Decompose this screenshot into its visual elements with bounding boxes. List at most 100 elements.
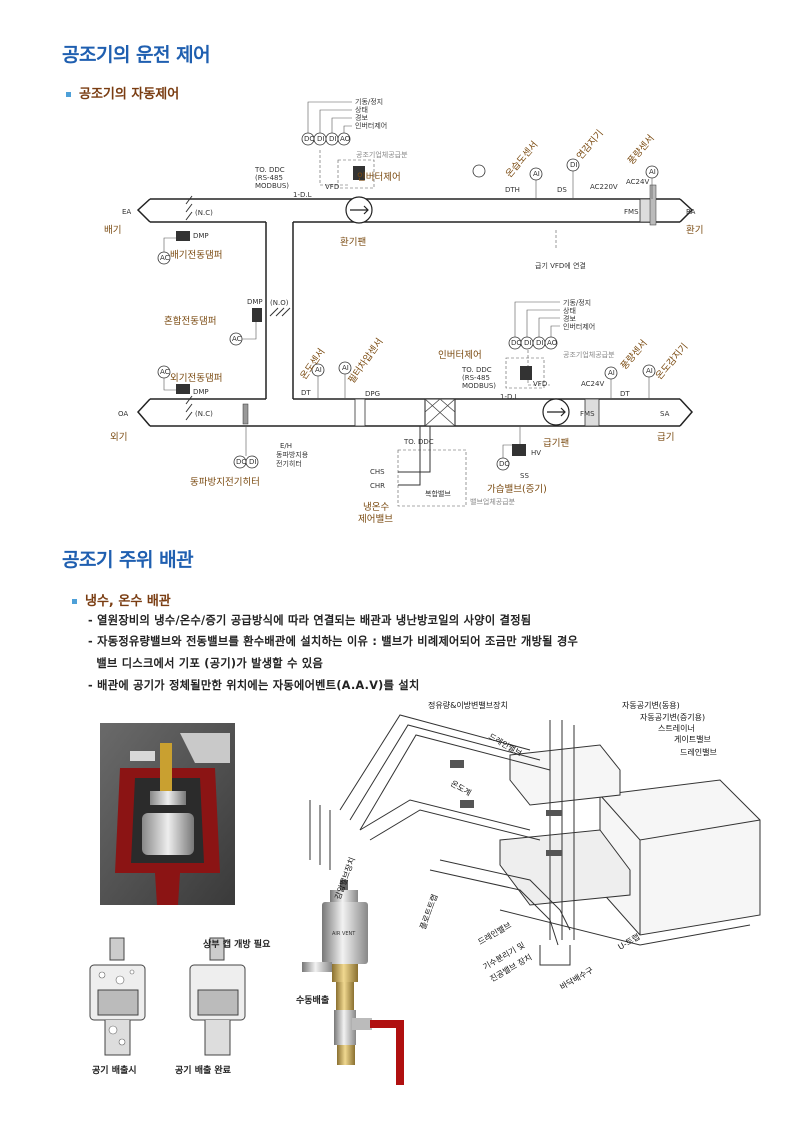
svg-text:(RS-485: (RS-485 (255, 174, 283, 182)
label-oa-korean: 외기 (110, 431, 127, 443)
svg-text:상태: 상태 (355, 105, 368, 114)
label-ra-korean: 환기 (686, 224, 703, 236)
bullet-2b: 밸브 디스크에서 기포 (공기)가 발생할 수 있음 (88, 657, 324, 670)
svg-text:상태: 상태 (563, 306, 576, 315)
svg-text:1-D.L: 1-D.L (293, 191, 312, 199)
svg-text:(N.C): (N.C) (195, 410, 213, 418)
svg-text:(N.O): (N.O) (270, 299, 289, 307)
svg-text:TO. DDC: TO. DDC (403, 438, 434, 446)
svg-text:DT: DT (620, 390, 630, 398)
cap-top-label: 상부 캡 개방 필요 (203, 940, 271, 950)
svg-text:DMP: DMP (247, 298, 263, 306)
label-oa: OA (118, 410, 128, 418)
pipe-label-auto-heat: 자동공기변(동용) (622, 700, 680, 710)
svg-text:AI: AI (315, 366, 322, 374)
svg-text:AI: AI (649, 168, 656, 176)
svg-text:인버터제어: 인버터제어 (355, 121, 387, 130)
svg-text:E/H: E/H (280, 442, 292, 450)
svg-text:AC24V: AC24V (626, 178, 649, 186)
svg-text:복합밸브: 복합밸브 (425, 489, 451, 498)
svg-text:전기히터: 전기히터 (276, 459, 302, 468)
air-vent-schematic (89, 937, 246, 1056)
svg-text:AC24V: AC24V (581, 380, 604, 388)
svg-text:급기 VFD에 연결: 급기 VFD에 연결 (535, 261, 586, 270)
svg-text:AI: AI (342, 364, 349, 372)
pipe-label-drain-top: 드레인밸브 (680, 747, 717, 757)
bullet-square-icon (66, 92, 71, 97)
pipe-label-floor: 바닥배수구 (558, 965, 595, 992)
pipe-label-drain-left: 드레인밸브 (487, 731, 524, 758)
vent-brand-text: AIR VENT (332, 931, 356, 937)
air-released-label: 공기 배출 완료 (175, 1066, 231, 1076)
svg-text:DT: DT (301, 389, 311, 397)
manual-drain-label: 수동배출 (296, 996, 330, 1006)
svg-text:DMP: DMP (193, 232, 209, 240)
svg-text:DPG: DPG (365, 390, 380, 398)
label-smoke-detector: 연감지기 (574, 127, 606, 162)
section1-title: 공조기의 운전 제어 (62, 44, 211, 66)
svg-text:AC: AC (232, 335, 242, 343)
svg-text:AC: AC (160, 368, 170, 376)
svg-text:AO: AO (340, 135, 351, 143)
label-exhaust-damper: 배기전동댐퍼 (170, 250, 222, 261)
label-cw-valve-1: 냉온수 (363, 502, 389, 513)
supply-fan-icon (542, 398, 570, 426)
svg-text:AO: AO (547, 339, 558, 347)
svg-text:경보: 경보 (355, 113, 368, 122)
svg-text:1-D.L: 1-D.L (500, 393, 519, 401)
svg-text:DTH: DTH (505, 186, 520, 194)
svg-text:DI: DI (524, 339, 531, 347)
label-return-fan: 환기팬 (340, 236, 366, 248)
svg-text:인버터제어: 인버터제어 (563, 322, 595, 331)
air-releasing-label: 공기 배출시 (92, 1066, 137, 1076)
svg-text:FMS: FMS (624, 208, 639, 216)
pipe-label-drain2: 드레인밸브 (476, 920, 513, 947)
svg-text:경보: 경보 (563, 314, 576, 323)
svg-text:동파방지용: 동파방지용 (276, 450, 309, 459)
bullet-1: - 열원장비의 냉수/온수/증기 공급방식에 따라 연결되는 배관과 냉난방코일… (88, 614, 532, 627)
svg-text:SS: SS (520, 472, 529, 480)
svg-text:TO. DDC: TO. DDC (461, 366, 492, 374)
label-ea-korean: 배기 (104, 225, 121, 236)
svg-text:HV: HV (531, 449, 541, 457)
section1-subtitle-text: 공조기의 자동제어 (79, 87, 180, 102)
section2-title: 공조기 주위 배관 (62, 549, 194, 571)
label-ea: EA (122, 208, 131, 216)
svg-text:DO: DO (236, 458, 247, 466)
label-cw-valve-2: 제어밸브 (358, 514, 393, 525)
svg-text:공조기업체공급분: 공조기업체공급분 (563, 350, 615, 359)
section2-subtitle-text: 냉수, 온수 배관 (85, 594, 171, 609)
svg-text:AI: AI (646, 367, 653, 375)
svg-text:FMS: FMS (580, 410, 595, 418)
svg-text:VFD: VFD (533, 380, 547, 388)
label-preheater: 동파방지전기히터 (190, 477, 260, 488)
svg-text:(RS-485: (RS-485 (462, 374, 490, 382)
svg-text:MODBUS): MODBUS) (462, 382, 496, 390)
pipe-label-auto-steam: 자동공기변(증기용) (640, 712, 705, 722)
label-temp-sensor: 온도센서 (298, 347, 327, 382)
section2-subtitle: 냉수, 온수 배관 (72, 590, 171, 609)
svg-text:DI: DI (329, 135, 336, 143)
svg-text:CHR: CHR (370, 482, 385, 490)
svg-text:DS: DS (557, 186, 567, 194)
svg-text:DI: DI (249, 458, 256, 466)
svg-text:DMP: DMP (193, 388, 209, 396)
label-airflow-top: 풍량센서 (625, 132, 657, 167)
label-inverter-top: 인버터제어 (357, 172, 401, 183)
pipe-label-gate: 게이트밸브 (674, 734, 711, 744)
svg-text:DO: DO (499, 460, 510, 468)
air-vent-cutaway-image (100, 723, 235, 905)
pipe-label-reducing: 감압밸브장치 (332, 856, 357, 901)
svg-text:TO. DDC: TO. DDC (254, 166, 285, 174)
bullet-3: - 배관에 공기가 정체될만한 위치에는 자동에어벤트(A.A.V)를 설치 (88, 679, 420, 692)
label-oa-damper: 외기전동댐퍼 (170, 372, 222, 384)
svg-text:DI: DI (536, 339, 543, 347)
pipe-label-utrap: U-트랩 (617, 932, 642, 952)
svg-text:밸브업체공급분: 밸브업체공급분 (470, 497, 516, 506)
svg-text:(N.C): (N.C) (195, 209, 213, 217)
section1-subtitle: 공조기의 자동제어 (66, 83, 179, 102)
label-mixing-damper: 혼합전동댐퍼 (164, 315, 216, 327)
svg-text:CHS: CHS (370, 468, 385, 476)
svg-text:기동/정지: 기동/정지 (355, 97, 383, 106)
